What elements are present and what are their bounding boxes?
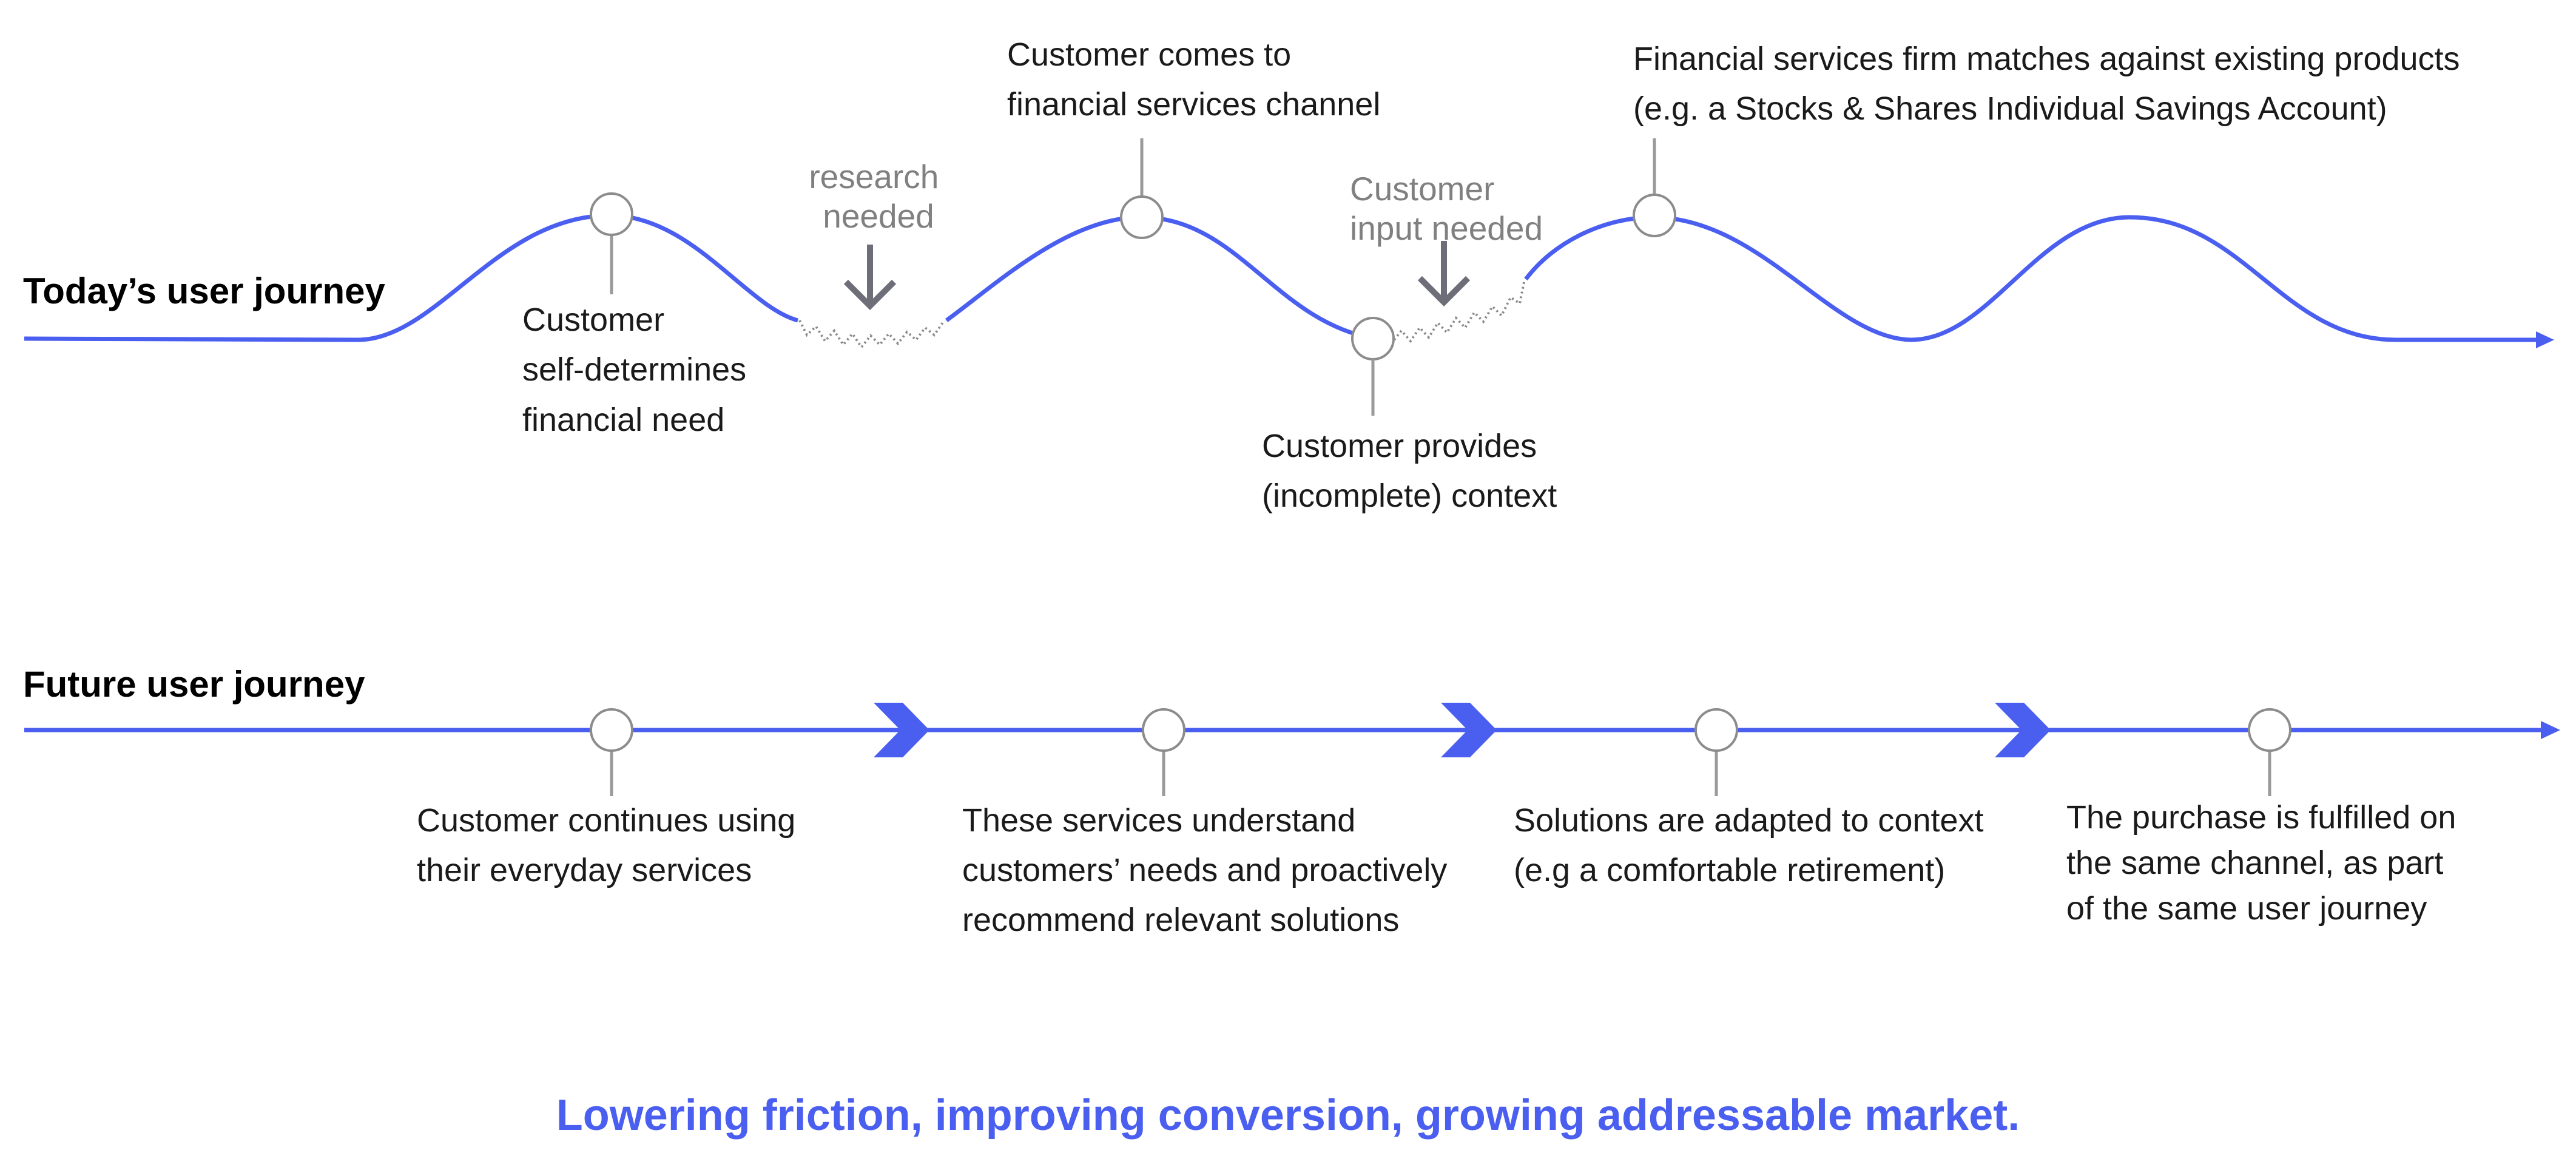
future-journey-title: Future user journey [23,664,365,705]
future-step-2-label: These services understand customers’ nee… [962,802,1456,938]
today-step-3-node [1351,317,1395,360]
input-needed-arrow-icon [1417,241,1471,307]
future-step-4-label: The purchase is fulfilled on the same ch… [2066,799,2465,927]
friction-squiggle-research [798,320,945,350]
future-chevron-3-icon [1995,703,2051,757]
today-journey-title: Today’s user journey [23,271,385,311]
future-step-3-label: Solutions are adapted to context (e.g a … [1514,802,1993,888]
today-journey-line-segment-2 [945,215,1375,341]
today-step-1-node [590,192,633,236]
today-step-3-label: Customer provides (incomplete) context [1262,428,1557,514]
today-step-2-node [1120,195,1164,239]
today-step-4-node [1633,194,1676,237]
friction-note-input: Customer input needed [1350,170,1543,247]
today-journey-arrowhead [2536,331,2554,348]
future-step-3-node [1694,708,1738,752]
today-journey-line-segment-3 [1524,215,2536,342]
future-step-2-node [1142,708,1185,752]
research-needed-arrow-icon [843,245,897,311]
future-step-1-node [590,708,633,752]
future-step-4-node [2248,708,2291,752]
today-step-2-label: Customer comes to financial services cha… [1007,36,1380,123]
today-step-4-label: Financial services firm matches against … [1633,41,2469,127]
future-chevron-1-icon [874,703,929,757]
friction-note-research: research needed [809,158,948,235]
future-chevron-2-icon [1441,703,1497,757]
future-step-1-label: Customer continues using their everyday … [417,802,804,888]
tagline: Lowering friction, improving conversion,… [556,1091,2020,1140]
today-journey-line-segment-1 [24,213,798,342]
future-journey-arrowhead [2541,721,2560,739]
today-step-1-label: Customer self-determines financial need [522,302,755,438]
